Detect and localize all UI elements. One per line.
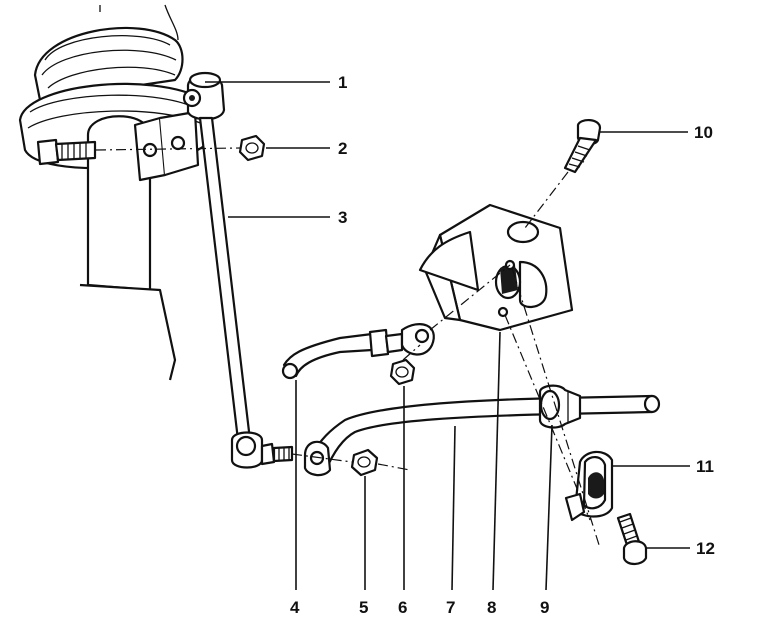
stabilizer-link-top-joint [182, 71, 226, 121]
callout-10: 10 [694, 123, 713, 142]
bolt-12 [616, 512, 648, 566]
callout-labels: 1 2 3 4 5 6 7 8 9 10 11 12 [290, 73, 715, 617]
callout-9: 9 [540, 598, 549, 617]
strut-bracket [133, 110, 200, 182]
bolt-left [36, 138, 97, 166]
callout-4: 4 [290, 598, 300, 617]
callout-3: 3 [338, 208, 347, 227]
nut-6 [389, 358, 416, 386]
hose-line [281, 323, 435, 380]
clamp [564, 450, 614, 522]
callout-6: 6 [398, 598, 407, 617]
coil-spring [33, 4, 184, 102]
callout-12: 12 [696, 539, 715, 558]
stabilizer-link-bottom-joint [230, 431, 294, 469]
nut-2 [238, 134, 266, 162]
callout-7: 7 [446, 598, 455, 617]
bushing [538, 384, 582, 429]
callout-2: 2 [338, 139, 347, 158]
leader-lines [205, 81, 690, 591]
stabilizer-bar [303, 394, 661, 477]
nut-5 [350, 448, 379, 477]
stabilizer-link-rod [198, 116, 252, 442]
callout-8: 8 [487, 598, 496, 617]
mounting-bracket [418, 203, 574, 332]
bolt-10 [563, 119, 602, 174]
callout-11: 11 [696, 457, 714, 476]
callout-1: 1 [338, 73, 347, 92]
callout-5: 5 [359, 598, 368, 617]
